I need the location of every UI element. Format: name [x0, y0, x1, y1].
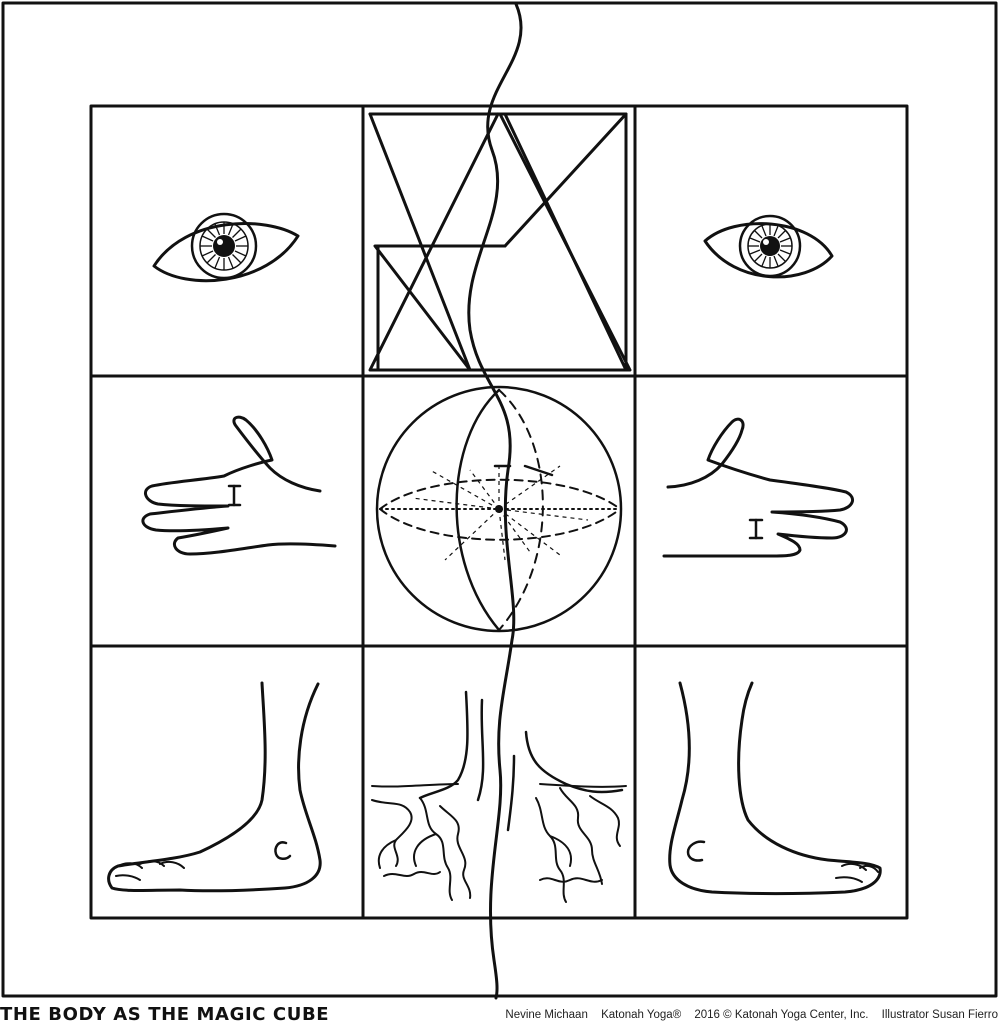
eye-icon [152, 212, 300, 283]
author: Nevine Michaan [505, 1009, 588, 1021]
magic-cube-illustration [1, 1, 998, 1000]
roots-icon [371, 690, 627, 903]
eye-icon [703, 214, 834, 279]
copyright: 2016 © Katonah Yoga Center, Inc. [694, 1009, 869, 1021]
caption-title: THE BODY AS THE MAGIC CUBE [0, 1004, 330, 1025]
foot-icon [107, 681, 322, 893]
caption-bar: THE BODY AS THE MAGIC CUBE Nevine Michaa… [0, 1000, 1000, 1029]
hand-icon [662, 417, 855, 558]
foot-icon [668, 681, 882, 895]
credits: Nevine Michaan Katonah Yoga® 2016 © Kato… [505, 1009, 998, 1021]
illustrator: Illustrator Susan Fierro [881, 1009, 998, 1021]
energy-line [467, 2, 523, 1000]
outer-frame [1, 1, 998, 998]
star-of-david-icon [368, 112, 632, 372]
brand: Katonah Yoga® [601, 1009, 682, 1021]
sphere-icon [375, 385, 623, 633]
cube-grid [89, 104, 909, 920]
hand-icon [141, 415, 337, 556]
